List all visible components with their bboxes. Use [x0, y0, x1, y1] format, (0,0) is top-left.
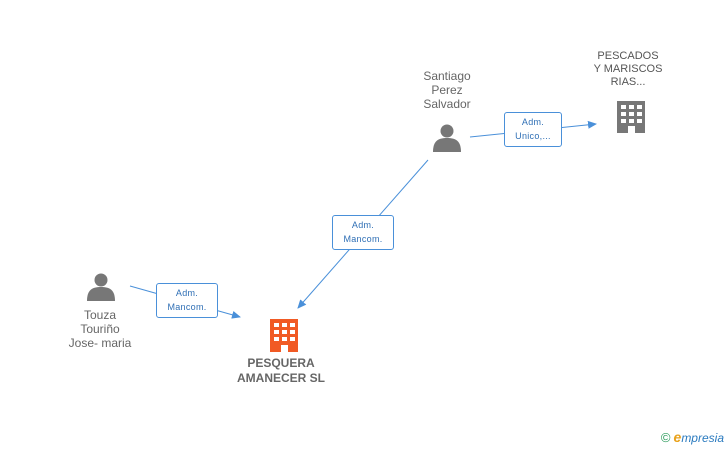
edge-label-touza-to-pesquera[interactable]: Adm. Mancom.: [156, 283, 218, 318]
node-label-line: Y MARISCOS: [593, 63, 663, 75]
node-label-touza[interactable]: Touza Touriño Jose- maria: [54, 308, 146, 350]
edge-label-santiago-to-pescados[interactable]: Adm. Unico,...: [504, 112, 562, 147]
node-label-pescados[interactable]: PESCADOS Y MARISCOS RIAS...: [578, 50, 678, 89]
person-icon[interactable]: [433, 124, 461, 153]
edge-label-line: Mancom.: [343, 234, 383, 244]
person-icon[interactable]: [87, 273, 115, 302]
building-icon[interactable]: [270, 319, 298, 352]
edge-label-line: Unico,...: [515, 131, 551, 141]
node-label-line: Jose- maria: [68, 336, 132, 350]
brand-logo: ©empresia: [661, 429, 724, 445]
edge-label-line: Mancom.: [167, 302, 207, 312]
edge-label-line: Adm.: [175, 288, 199, 298]
node-label-line: Salvador: [423, 97, 471, 111]
edge-label-line: Adm.: [351, 220, 375, 230]
building-icon[interactable]: [617, 101, 645, 133]
node-label-line: Touza: [83, 308, 117, 322]
edge-label-santiago-to-pesquera[interactable]: Adm. Mancom.: [332, 215, 394, 250]
brand-initial: e: [673, 429, 682, 445]
node-label-line: Touriño: [80, 322, 120, 336]
node-label-line: PESCADOS: [597, 50, 659, 62]
node-label-pesquera[interactable]: PESQUERA AMANECER SL: [226, 356, 336, 386]
brand-name: mpresia: [681, 431, 724, 445]
copyright-symbol: ©: [660, 430, 671, 445]
node-label-line: RIAS...: [610, 76, 646, 88]
node-label-santiago[interactable]: Santiago Perez Salvador: [404, 69, 490, 111]
node-label-line: Perez: [431, 83, 463, 97]
node-label-line: Santiago: [423, 69, 471, 83]
node-label-line: AMANECER SL: [236, 371, 325, 385]
edge-label-line: Adm.: [521, 117, 545, 127]
node-label-line: PESQUERA: [247, 356, 315, 370]
